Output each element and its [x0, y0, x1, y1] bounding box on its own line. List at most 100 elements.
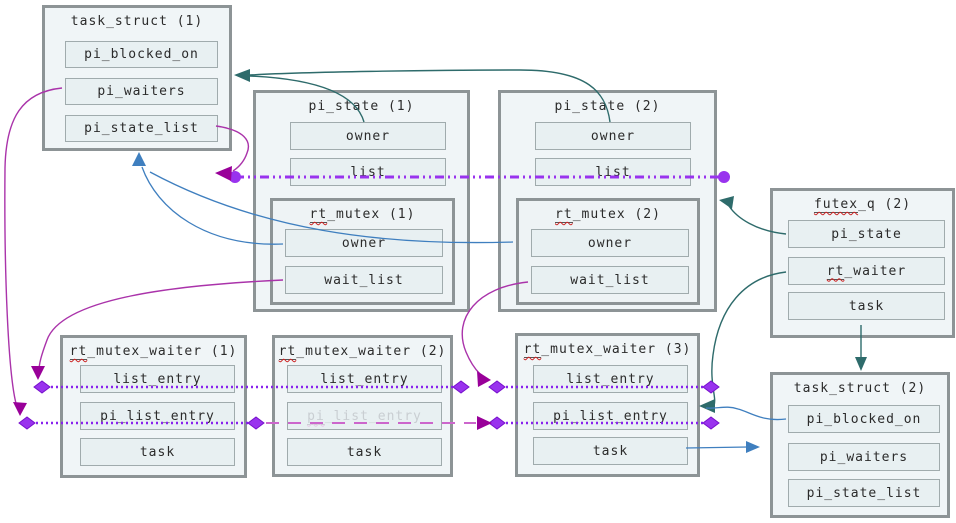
diamond-endpoint	[702, 416, 720, 430]
title-text: pi_state (1)	[308, 99, 415, 114]
struct-title: rt_mutex (1)	[273, 201, 452, 223]
field-label: owner	[345, 128, 391, 144]
struct-title: rt_mutex_waiter (3)	[518, 336, 697, 358]
arrowhead-piwaiters-chain-start	[13, 402, 27, 416]
title-text: _mutex (2)	[572, 207, 661, 222]
arrowhead-into-task1-bottom	[132, 152, 146, 166]
list-chain-endpoint-left	[229, 171, 241, 183]
arrowhead-into-pistate2	[719, 196, 734, 209]
field-futexq-pi-state: pi_state	[788, 220, 945, 248]
field-w1-task: task	[80, 438, 235, 466]
field-label: task	[346, 444, 383, 460]
field-label: task	[848, 298, 885, 314]
struct-rt-mutex-waiter-2: rt_mutex_waiter (2) list_entry pi_list_e…	[272, 335, 453, 477]
struct-pi-state-1: pi_state (1) owner list rt_mutex (1) own…	[253, 90, 470, 312]
field-pi-blocked-on-2: pi_blocked_on	[788, 405, 940, 433]
struct-task-struct-1: task_struct (1) pi_blocked_on pi_waiters…	[42, 5, 232, 151]
diamond-endpoint	[452, 380, 470, 394]
field-pistate1-owner: owner	[290, 122, 446, 150]
field-label: _waiter	[844, 263, 907, 279]
diamond-endpoint	[488, 416, 506, 430]
arrowhead-removed-link	[477, 416, 492, 430]
field-label: wait_list	[570, 272, 650, 288]
field-label: pi_blocked_on	[84, 47, 199, 62]
title-prefix: rt	[555, 207, 573, 223]
struct-title: pi_state (1)	[256, 93, 467, 114]
field-pi-state-list-1: pi_state_list	[65, 115, 218, 142]
title-text: _mutex_waiter (2)	[296, 344, 447, 359]
struct-pi-state-2: pi_state (2) owner list rt_mutex (2) own…	[498, 90, 717, 312]
title-text: pi_state (2)	[554, 99, 661, 114]
title-text: _mutex (1)	[327, 207, 416, 222]
struct-title: task_struct (1)	[45, 8, 229, 29]
field-label: pi_waiters	[819, 449, 909, 465]
field-label: list_entry	[320, 371, 409, 387]
field-rtmutex1-wait-list: wait_list	[285, 266, 443, 294]
arrowhead-list-chain-start	[215, 166, 232, 181]
arrowhead-waitlist1-chain-start	[31, 366, 45, 380]
field-w3-task: task	[533, 437, 688, 465]
field-pistate2-list: list	[535, 158, 691, 186]
field-label: pi_list_entry	[553, 408, 668, 424]
field-w3-pi-list-entry: pi_list_entry	[533, 402, 688, 430]
diamond-endpoint	[18, 416, 36, 430]
struct-rt-mutex-waiter-3: rt_mutex_waiter (3) list_entry pi_list_e…	[515, 333, 700, 477]
title-text: task_struct (1)	[70, 14, 204, 29]
field-label: pi_list_entry	[100, 408, 215, 424]
diamond-endpoint	[702, 380, 720, 394]
field-futexq-task: task	[788, 292, 945, 320]
field-w2-task: task	[287, 438, 442, 466]
field-label: list	[350, 164, 386, 180]
field-rtmutex1-owner: owner	[285, 229, 443, 257]
field-label: list	[595, 164, 631, 180]
field-pi-waiters-1: pi_waiters	[65, 78, 218, 105]
field-label: _list_entry	[324, 408, 422, 424]
field-label: wait_list	[324, 272, 404, 288]
struct-rt-mutex-2: rt_mutex (2) owner wait_list	[516, 198, 700, 305]
struct-futex-q-2: futex_q (2) pi_state rt_waiter task	[770, 188, 955, 338]
title-prefix: rt	[309, 207, 328, 223]
field-prefix: pi	[307, 408, 325, 425]
arrowhead-waitlist2-chain-start	[477, 371, 491, 387]
struct-rt-mutex-waiter-1: rt_mutex_waiter (1) list_entry pi_list_e…	[60, 335, 247, 478]
field-label: owner	[341, 235, 387, 251]
field-label: task	[592, 443, 629, 459]
struct-task-struct-2: task_struct (2) pi_blocked_on pi_waiters…	[770, 372, 950, 518]
struct-title: pi_state (2)	[501, 93, 714, 114]
field-pi-waiters-2: pi_waiters	[788, 443, 940, 471]
list-chain-endpoint-right	[718, 171, 730, 183]
field-rtmutex2-owner: owner	[531, 229, 689, 257]
title-text: _mutex_waiter (1)	[87, 344, 238, 359]
struct-rt-mutex-1: rt_mutex (1) owner wait_list	[270, 198, 455, 305]
struct-title: rt_mutex (2)	[519, 201, 697, 223]
field-label: pi_state	[831, 226, 902, 242]
arrowhead-into-waiter3	[699, 399, 715, 413]
title-text: task_struct (2)	[793, 381, 927, 396]
diamond-endpoint	[33, 380, 51, 394]
arrowhead-into-task2-left	[746, 441, 760, 453]
struct-title: rt_mutex_waiter (1)	[63, 338, 244, 360]
field-pi-state-list-2: pi_state_list	[788, 479, 940, 507]
title-prefix: rt	[278, 344, 297, 360]
field-label: owner	[587, 235, 633, 251]
struct-title: task_struct (2)	[773, 375, 947, 396]
field-label: pi_state_list	[84, 121, 199, 136]
arrowhead-into-task2-top	[855, 357, 867, 371]
field-label: task	[139, 444, 176, 460]
field-w2-list-entry: list_entry	[287, 365, 442, 393]
diamond-endpoint	[488, 380, 506, 394]
field-pistate2-owner: owner	[535, 122, 691, 150]
field-label: owner	[590, 128, 636, 144]
arrowhead-into-task1	[234, 69, 250, 82]
diamond-endpoint	[247, 416, 265, 430]
field-w3-list-entry: list_entry	[533, 365, 688, 393]
field-pi-blocked-on-1: pi_blocked_on	[65, 41, 218, 68]
field-rtmutex2-wait-list: wait_list	[531, 266, 689, 294]
field-label: list_entry	[566, 371, 655, 387]
title-prefix: rt	[69, 344, 88, 360]
struct-title: rt_mutex_waiter (2)	[275, 338, 450, 360]
field-label: list_entry	[113, 371, 202, 387]
field-label: pi_blocked_on	[806, 411, 922, 427]
field-pistate1-list: list	[290, 158, 446, 186]
